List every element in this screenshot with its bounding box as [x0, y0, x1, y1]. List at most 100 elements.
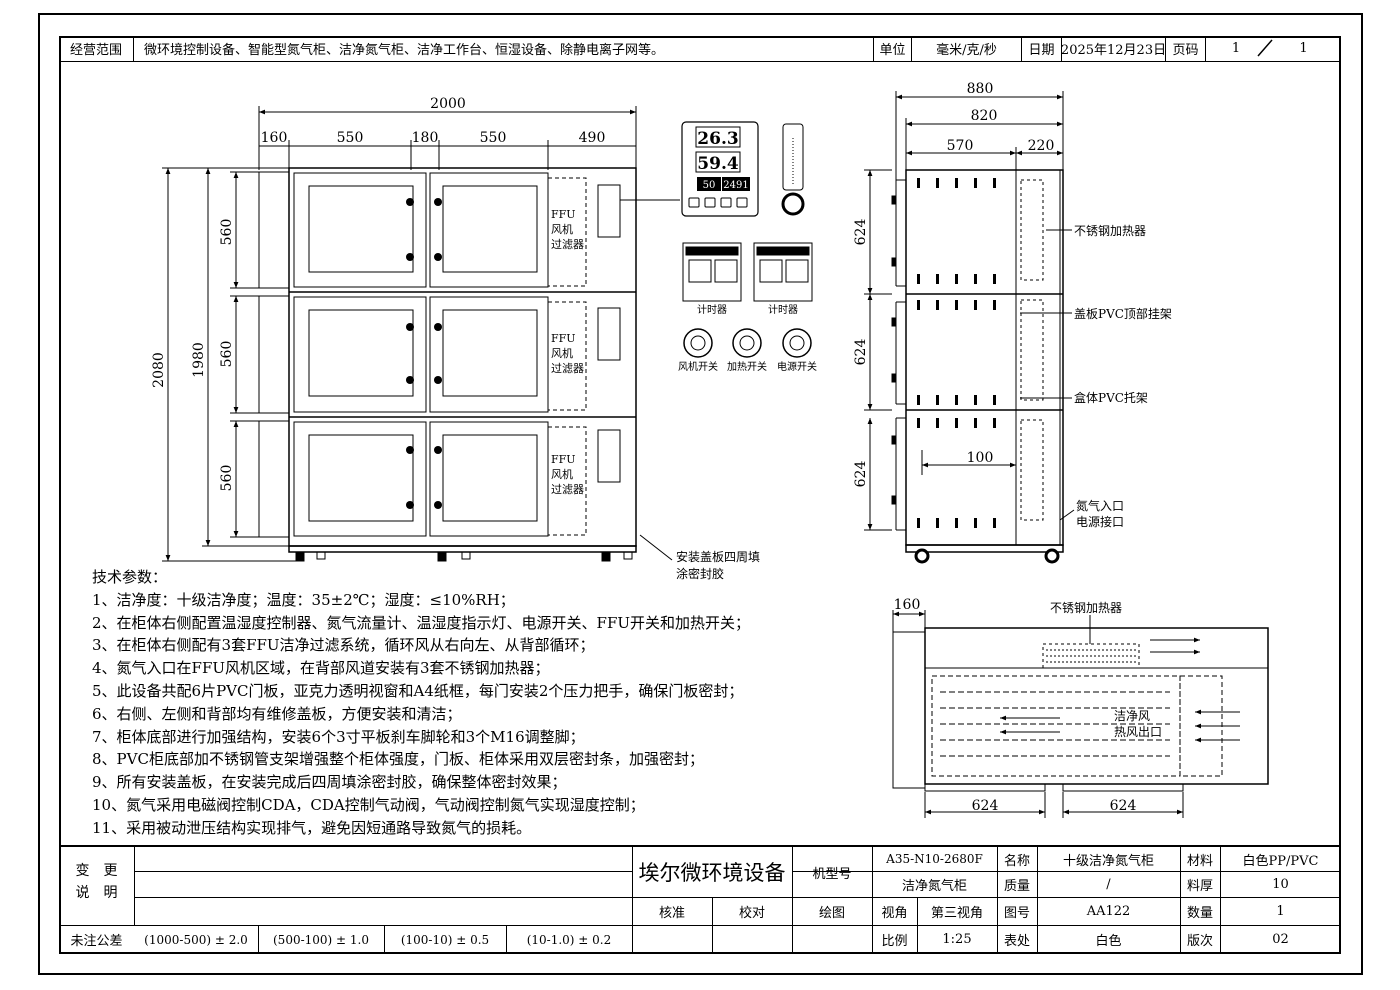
side-labels: 不锈钢加热器 盖板PVC顶部挂架 盒体PVC托架 氮气入口 电源接口 — [1074, 224, 1172, 529]
dim-seg-4: 550 — [480, 130, 507, 146]
dim-height-body: 1980 — [191, 342, 207, 378]
model-value-2: 洁净氮气柜 — [901, 878, 967, 894]
note-item: 3、在柜体右侧配有3套FFU洁净过滤系统，循环风从右向左、从背部循环； — [92, 636, 595, 655]
unit-value: 毫米/克/秒 — [912, 36, 1022, 61]
qty-value: 1 — [1276, 904, 1285, 919]
header-divider — [59, 61, 1341, 62]
label-n2-inlet: 氮气入口 — [1076, 498, 1124, 513]
side-view — [891, 169, 1075, 553]
svg-text:FFU: FFU — [551, 332, 576, 345]
scope-text: 微环境控制设备、智能型氮气柜、洁净氮气柜、洁净工作台、恒湿设备、除静电离子网等。 — [134, 36, 874, 61]
label-clean-air: 洁净风 — [1114, 709, 1150, 723]
page-label: 页码 — [1166, 36, 1206, 61]
display-temperature: 26.3 — [697, 129, 738, 149]
label-power: 电源接口 — [1076, 514, 1124, 529]
side-dimensions — [864, 91, 1064, 531]
change-label-1: 变 更 — [75, 863, 118, 879]
drawing-sheet-border — [38, 13, 1363, 975]
dim-spacing: 100 — [967, 450, 994, 466]
dim-seg-2: 550 — [337, 130, 364, 146]
tolerance-2: (500-100) ± 1.0 — [273, 932, 369, 947]
top-view-text: 160 不锈钢加热器 洁净风 热风出口 624 624 — [894, 597, 1162, 814]
label-tray: 盒体PVC托架 — [1074, 390, 1148, 405]
drawing-frame — [59, 36, 1341, 954]
switch-heat-label: 加热开关 — [727, 360, 767, 373]
draw-label: 绘图 — [818, 906, 845, 921]
label-heater: 不锈钢加热器 — [1074, 224, 1146, 238]
side-shelf-marks — [917, 178, 996, 528]
display-sub-1: 50 — [703, 180, 716, 191]
dim-depth-total: 880 — [967, 81, 994, 97]
dim-top-right: 624 — [1110, 798, 1137, 814]
switches — [683, 328, 812, 358]
check-label: 校对 — [738, 906, 765, 921]
drawing-no-label: 图号 — [1003, 906, 1030, 921]
date-label: 日期 — [1022, 36, 1062, 61]
drawing-no-value: AA122 — [1086, 904, 1131, 919]
svg-text:FFU: FFU — [551, 453, 576, 466]
dim-seg-3: 180 — [412, 130, 439, 146]
note-item: 5、此设备共配6片PVC门板，亚克力透明视窗和A4纸框，每门安装2个压力把手，确… — [92, 681, 744, 700]
page-total: 1 — [1299, 41, 1308, 56]
note-item: 4、氮气入口在FFU风机区域，在背部风道安装有3套不锈钢加热器； — [92, 659, 550, 678]
thickness-label: 料厚 — [1186, 879, 1213, 894]
label-top-rack: 盖板PVC顶部挂架 — [1074, 306, 1172, 321]
dim-row-2: 560 — [219, 341, 235, 368]
tolerance-label: 未注公差 — [70, 934, 123, 949]
sealant-note-2: 涂密封胶 — [676, 566, 724, 581]
technical-notes: 技术参数： 1、洁净度：十级洁净度；温度：35±2℃；湿度：≤10%RH； 2、… — [92, 566, 852, 840]
front-dim-text: 2000 160 550 180 550 490 2080 1980 560 5… — [151, 96, 605, 491]
flowmeter-icon — [781, 123, 805, 216]
dim-top-left: 624 — [972, 798, 999, 814]
page-current: 1 — [1231, 41, 1241, 56]
side-dim-text: 880 820 570 220 624 624 624 100 — [853, 81, 1054, 487]
note-item: 7、柜体底部进行加强结构，安装6个3寸平板刹车脚轮和3个M16调整脚； — [92, 727, 585, 746]
surface-value: 白色 — [1095, 934, 1122, 949]
tolerance-1: (1000-500) ± 2.0 — [144, 932, 248, 947]
dim-row-1: 560 — [219, 219, 235, 246]
timer-label-1: 计时器 — [697, 303, 727, 316]
view-value: 第三视角 — [930, 906, 983, 921]
casters — [914, 548, 1060, 564]
note-item: 6、右侧、左侧和背部均有维修盖板，方便安装和清洁； — [92, 704, 462, 723]
dim-side-row-3: 624 — [853, 461, 869, 488]
version-value: 02 — [1272, 932, 1289, 947]
note-item: 8、PVC柜底部加不锈钢管支架增强整个柜体强度，门板、柜体采用双层密封条，加强密… — [92, 750, 704, 769]
dim-top-offset: 160 — [894, 597, 921, 613]
date-value: 2025年12月23日 — [1062, 36, 1166, 61]
note-item: 9、所有安装盖板，在安装完成后四周填涂密封胶，确保整体密封效果； — [92, 773, 567, 792]
front-view — [258, 167, 637, 562]
dim-total-width: 2000 — [430, 96, 466, 112]
display-sub-2: 2491 — [723, 180, 748, 191]
svg-text:过滤器: 过滤器 — [551, 483, 584, 496]
change-label-2: 说 明 — [75, 885, 118, 901]
qty-label: 数量 — [1186, 906, 1213, 921]
scale-label: 比例 — [881, 934, 908, 949]
dim-depth-inner: 820 — [971, 108, 998, 124]
label-hot-air: 热风出口 — [1114, 725, 1162, 739]
model-label: 机型号 — [812, 866, 852, 882]
svg-text:FFU: FFU — [551, 208, 576, 221]
mass-value: / — [1106, 877, 1111, 892]
view-label: 视角 — [881, 906, 908, 921]
svg-text:过滤器: 过滤器 — [551, 238, 584, 251]
dim-seg-right: 220 — [1028, 138, 1055, 154]
humidity-controller: 26.3 59.4 50 2491 — [681, 121, 759, 217]
dim-side-row-2: 624 — [853, 339, 869, 366]
note-item: 1、洁净度：十级洁净度；温度：35±2℃；湿度：≤10%RH； — [92, 590, 515, 609]
material-value: 白色PP/PVC — [1242, 853, 1319, 869]
switch-fan-label: 风机开关 — [678, 360, 718, 373]
name-value: 十级洁净氮气柜 — [1062, 853, 1154, 869]
page-slash — [1257, 39, 1273, 57]
sealant-note-1: 安装盖板四周填 — [676, 549, 760, 564]
notes-title: 技术参数： — [92, 568, 168, 586]
scale-value: 1:25 — [942, 932, 972, 947]
dim-height-total: 2080 — [151, 352, 167, 388]
svg-text:风机: 风机 — [551, 346, 573, 360]
note-item: 2、在柜体右侧配置温湿度控制器、氮气流量计、温湿度指示灯、电源开关、FFU开关和… — [92, 613, 751, 632]
surface-label: 表处 — [1003, 934, 1030, 949]
version-label: 版次 — [1186, 934, 1213, 949]
note-item: 10、氮气采用电磁阀控制CDA，CDA控制气动阀，气动阀控制氮气实现湿度控制； — [92, 795, 645, 814]
mass-label: 质量 — [1003, 879, 1030, 894]
